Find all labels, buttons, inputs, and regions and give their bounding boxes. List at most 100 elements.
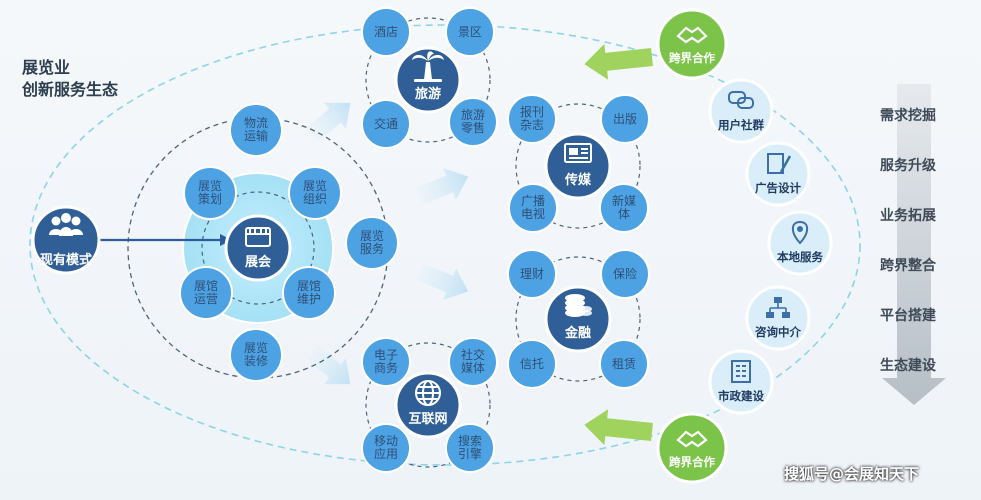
exhibition-hub-label: 展会 xyxy=(244,255,271,270)
center-inner-item xyxy=(183,166,237,220)
internet-item xyxy=(361,337,411,387)
hub-nodes xyxy=(31,46,612,439)
center-outer-item-label: 展览 装修 xyxy=(243,341,268,369)
process-step-label: 业务拓展 xyxy=(880,208,936,224)
media-item-label: 新媒 体 xyxy=(611,194,636,222)
internet-ring xyxy=(365,342,491,468)
satellite-nodes xyxy=(179,7,650,473)
newspaper-icon xyxy=(564,143,592,163)
finance-item xyxy=(599,339,649,389)
chain-node-label: 本地服务 xyxy=(777,249,823,264)
tourism-item-label: 酒店 xyxy=(373,24,398,39)
finance-item-label: 租赁 xyxy=(611,356,636,371)
media-item xyxy=(600,94,650,144)
handshake-icon xyxy=(676,430,708,448)
cross-cooperation-label: 跨界合作 xyxy=(669,454,715,469)
globe-icon xyxy=(415,380,441,406)
green-arrow-bottom xyxy=(584,409,653,446)
chain-node xyxy=(745,285,811,351)
building-icon xyxy=(731,360,751,383)
process-step-label: 服务升级 xyxy=(880,158,936,174)
tourism-item-label: 旅游 零售 xyxy=(460,108,485,136)
cluster-rings xyxy=(365,17,641,468)
chain-node-label: 用户社群 xyxy=(718,117,764,132)
chain-node-label: 咨询中介 xyxy=(755,324,801,339)
palm-tree-icon xyxy=(412,51,444,82)
internet-item xyxy=(361,423,411,473)
flow-arrows xyxy=(306,102,469,385)
cross-cooperation-label: 跨界合作 xyxy=(669,50,715,65)
finance-item-label: 理财 xyxy=(519,266,544,281)
internet-item-label: 移动 应用 xyxy=(373,434,398,462)
media-item-label: 报刊 杂志 xyxy=(519,105,544,133)
media-item xyxy=(508,183,558,233)
current-mode-node xyxy=(31,205,101,275)
center-inner-item-label: 展馆 维护 xyxy=(296,279,321,307)
coins-icon xyxy=(565,294,592,317)
finance-ring xyxy=(515,256,641,382)
center-inner-item-label: 展馆 运营 xyxy=(193,279,218,307)
tourism-item xyxy=(361,99,411,149)
center-outer-item-label: 展览 服务 xyxy=(359,229,384,257)
diagram-title: 展览业 创新服务生态 xyxy=(22,58,119,99)
process-step-label: 跨界整合 xyxy=(880,258,936,274)
network-icon xyxy=(766,297,790,318)
right-down-arrow xyxy=(882,84,946,405)
center-outer-item xyxy=(345,216,399,270)
green-arrow-top xyxy=(584,43,653,80)
finance-item-label: 信托 xyxy=(519,356,544,371)
media-hub-label: 传媒 xyxy=(564,173,591,188)
people-icon xyxy=(49,213,83,236)
center-inner-item xyxy=(288,166,342,220)
center-outer-item xyxy=(229,103,283,157)
process-step-label: 平台搭建 xyxy=(880,308,936,324)
chain-nodes xyxy=(656,8,833,484)
finance-item xyxy=(600,249,650,299)
internet-item-label: 电子 商务 xyxy=(373,348,398,376)
watermark-text: 搜狐号@会展知天下 xyxy=(784,465,920,483)
pen-document-icon xyxy=(767,153,792,174)
tourism-item-label: 交通 xyxy=(373,116,398,131)
center-inner-item-label: 展览 策划 xyxy=(197,179,222,207)
finance-item xyxy=(507,249,557,299)
finance-hub xyxy=(544,285,612,353)
finance-hub-label: 金融 xyxy=(564,326,591,341)
center-inner-item xyxy=(282,266,336,320)
tourism-hub-label: 旅游 xyxy=(414,87,441,102)
handshake-icon xyxy=(676,26,708,44)
process-step-label: 生态建设 xyxy=(880,358,936,374)
internet-item xyxy=(448,337,498,387)
internet-hub-label: 互联网 xyxy=(408,412,448,427)
exhibition-hub xyxy=(224,214,292,282)
tourism-ring xyxy=(365,17,491,143)
flow-arrow-media xyxy=(416,168,469,205)
finance-item-label: 保险 xyxy=(612,266,637,281)
media-item-label: 出版 xyxy=(612,111,637,126)
media-ring xyxy=(515,103,641,229)
tourism-item xyxy=(448,97,498,147)
chain-node-label: 市政建设 xyxy=(718,388,764,403)
process-step-label: 需求挖掘 xyxy=(880,108,936,124)
media-item-label: 广播 电视 xyxy=(520,194,545,222)
green-arrows xyxy=(584,43,653,446)
media-hub xyxy=(544,132,612,200)
chain-node xyxy=(708,78,774,144)
chat-bubbles-icon xyxy=(728,91,754,109)
center-outer-item-label: 物流 运输 xyxy=(243,116,268,144)
finance-item xyxy=(507,339,557,389)
current-mode-label: 现有模式 xyxy=(39,253,92,268)
flow-arrow-internet xyxy=(306,345,351,385)
exhibition-booth-icon xyxy=(245,227,271,247)
internet-item-label: 社交 媒体 xyxy=(460,348,485,376)
center-inner-item xyxy=(179,266,233,320)
location-pin-icon xyxy=(791,220,809,245)
internet-item xyxy=(445,423,495,473)
tourism-item xyxy=(445,7,495,57)
center-inner-item-label: 展览 组织 xyxy=(302,179,327,207)
internet-item-label: 搜索 引擎 xyxy=(457,434,482,462)
flow-arrow-tourism xyxy=(306,102,351,142)
cross-cooperation-node xyxy=(656,412,728,484)
cross-cooperation-node xyxy=(656,8,728,80)
